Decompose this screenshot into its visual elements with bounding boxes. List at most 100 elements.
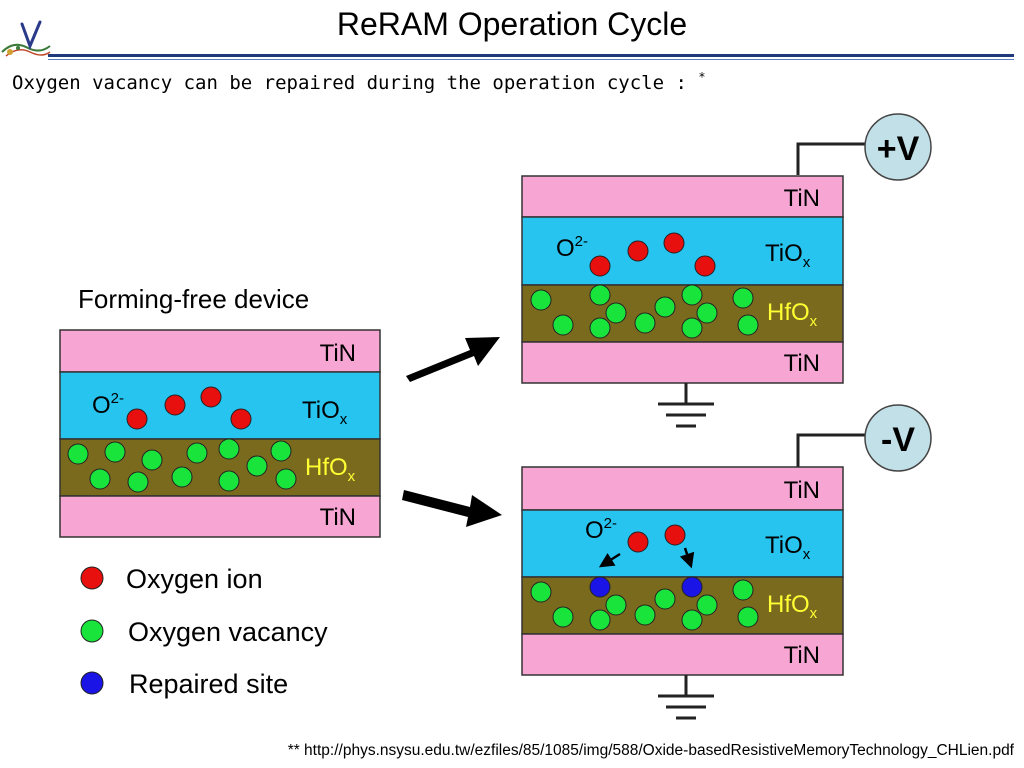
bias-label-negative: -V bbox=[881, 421, 915, 459]
tin-top-layer bbox=[521, 175, 844, 218]
oxygen-vacancy bbox=[270, 440, 292, 462]
oxygen-vacancy bbox=[589, 284, 611, 306]
legend-oxygen-ion-label: Oxygen ion bbox=[126, 564, 263, 594]
arrow-to-set-state bbox=[406, 337, 500, 382]
oxygen-vacancy bbox=[681, 609, 703, 631]
oxygen-vacancy bbox=[275, 468, 297, 490]
subtitle: Oxygen vacancy can be repaired during th… bbox=[12, 70, 706, 94]
university-logo-icon bbox=[1, 20, 51, 57]
bias-wire bbox=[796, 142, 868, 175]
oxygen-vacancy bbox=[246, 455, 268, 477]
hfox-label: HfOx bbox=[767, 591, 818, 622]
hfox-label: HfOx bbox=[305, 454, 356, 485]
oxygen-vacancy bbox=[732, 579, 754, 601]
ion-label: O2- bbox=[92, 390, 124, 419]
ground-symbol bbox=[658, 383, 714, 428]
oxygen-vacancy bbox=[696, 302, 718, 324]
device-label: Forming-free device bbox=[78, 284, 309, 314]
tin-bottom-label: TiN bbox=[784, 642, 820, 669]
oxygen-vacancy bbox=[634, 604, 656, 626]
tiox-label: TiOx bbox=[765, 532, 811, 563]
tiox-label: TiOx bbox=[765, 240, 811, 271]
title-underline bbox=[48, 54, 1014, 57]
oxygen-vacancy bbox=[737, 606, 759, 628]
oxygen-vacancy bbox=[732, 287, 754, 309]
oxygen-vacancy bbox=[141, 449, 163, 471]
subtitle-footnote-marker: * bbox=[698, 70, 706, 84]
oxygen-ion bbox=[230, 408, 252, 430]
oxygen-vacancy bbox=[634, 312, 656, 334]
oxygen-vacancy bbox=[605, 594, 627, 616]
oxygen-vacancy bbox=[552, 606, 574, 628]
slide-title: ReRAM Operation Cycle bbox=[336, 6, 688, 42]
oxygen-ion bbox=[664, 524, 686, 546]
legend: Oxygen ion Oxygen vacancy Repaired site bbox=[80, 564, 328, 699]
oxygen-ion bbox=[627, 240, 649, 262]
oxygen-ion bbox=[164, 394, 186, 416]
oxygen-vacancy bbox=[218, 470, 240, 492]
legend-oxygen-vacancy-swatch bbox=[80, 619, 104, 643]
oxygen-vacancy bbox=[605, 302, 627, 324]
oxygen-ion bbox=[200, 386, 222, 408]
legend-repaired-site-swatch bbox=[80, 671, 104, 695]
oxygen-vacancy bbox=[654, 588, 676, 610]
oxygen-vacancy bbox=[654, 296, 676, 318]
ion-label: O2- bbox=[556, 233, 588, 262]
ion-label: O2- bbox=[585, 515, 617, 544]
tin-bottom-layer bbox=[521, 633, 844, 676]
oxygen-vacancy bbox=[218, 438, 240, 460]
device-stack-initial: TiN TiOx HfOx TiN O2- bbox=[59, 329, 381, 538]
oxygen-vacancy bbox=[186, 442, 208, 464]
oxygen-vacancy bbox=[530, 289, 552, 311]
device-stack-positive-bias: +V TiN TiOx HfOx TiN O2- bbox=[521, 113, 932, 428]
oxygen-vacancy bbox=[89, 468, 111, 490]
tin-top-layer bbox=[521, 466, 844, 511]
tiox-label: TiOx bbox=[302, 397, 348, 428]
tiox-layer bbox=[521, 216, 844, 286]
oxygen-vacancy bbox=[737, 314, 759, 336]
oxygen-ion bbox=[694, 255, 716, 277]
oxygen-vacancy bbox=[127, 471, 149, 493]
bias-source-negative bbox=[864, 404, 932, 472]
tin-bottom-layer bbox=[59, 495, 381, 538]
tin-top-label: TiN bbox=[784, 185, 820, 212]
bias-source-positive bbox=[864, 113, 932, 181]
ion-migration-arrow bbox=[679, 547, 695, 569]
repaired-site bbox=[681, 576, 703, 598]
legend-oxygen-ion-swatch bbox=[80, 566, 104, 590]
oxygen-ion bbox=[627, 531, 649, 553]
oxygen-ion bbox=[663, 232, 685, 254]
tin-top-label: TiN bbox=[320, 340, 356, 367]
ion-migration-arrow bbox=[598, 552, 621, 568]
tiox-layer bbox=[59, 371, 381, 440]
tin-bottom-layer bbox=[521, 341, 844, 384]
tin-bottom-label: TiN bbox=[320, 504, 356, 531]
oxygen-ion bbox=[589, 255, 611, 277]
oxygen-vacancy bbox=[104, 441, 126, 463]
oxygen-ion bbox=[126, 408, 148, 430]
repaired-site bbox=[589, 576, 611, 598]
oxygen-vacancy bbox=[681, 284, 703, 306]
oxygen-vacancy bbox=[681, 317, 703, 339]
title-underline-thin bbox=[48, 59, 1014, 60]
oxygen-vacancy bbox=[171, 466, 193, 488]
bias-label-positive: +V bbox=[877, 130, 920, 168]
ground-symbol bbox=[658, 675, 714, 720]
hfox-label: HfOx bbox=[767, 299, 818, 330]
oxygen-vacancy bbox=[530, 581, 552, 603]
oxygen-vacancy bbox=[696, 594, 718, 616]
oxygen-vacancy bbox=[552, 314, 574, 336]
legend-repaired-site-label: Repaired site bbox=[129, 669, 288, 699]
tin-top-label: TiN bbox=[784, 477, 820, 504]
arrow-to-reset-state bbox=[402, 490, 502, 527]
tin-top-layer bbox=[59, 329, 381, 373]
oxygen-vacancy bbox=[589, 317, 611, 339]
oxygen-vacancy bbox=[589, 609, 611, 631]
tin-bottom-label: TiN bbox=[784, 350, 820, 377]
bias-wire bbox=[796, 433, 868, 467]
source-footnote: ** http://phys.nsysu.edu.tw/ezfiles/85/1… bbox=[287, 742, 1014, 759]
oxygen-vacancy bbox=[67, 443, 89, 465]
legend-oxygen-vacancy-label: Oxygen vacancy bbox=[128, 617, 328, 647]
device-stack-negative-bias: -V TiN TiOx HfOx TiN O2- bbox=[521, 404, 932, 720]
